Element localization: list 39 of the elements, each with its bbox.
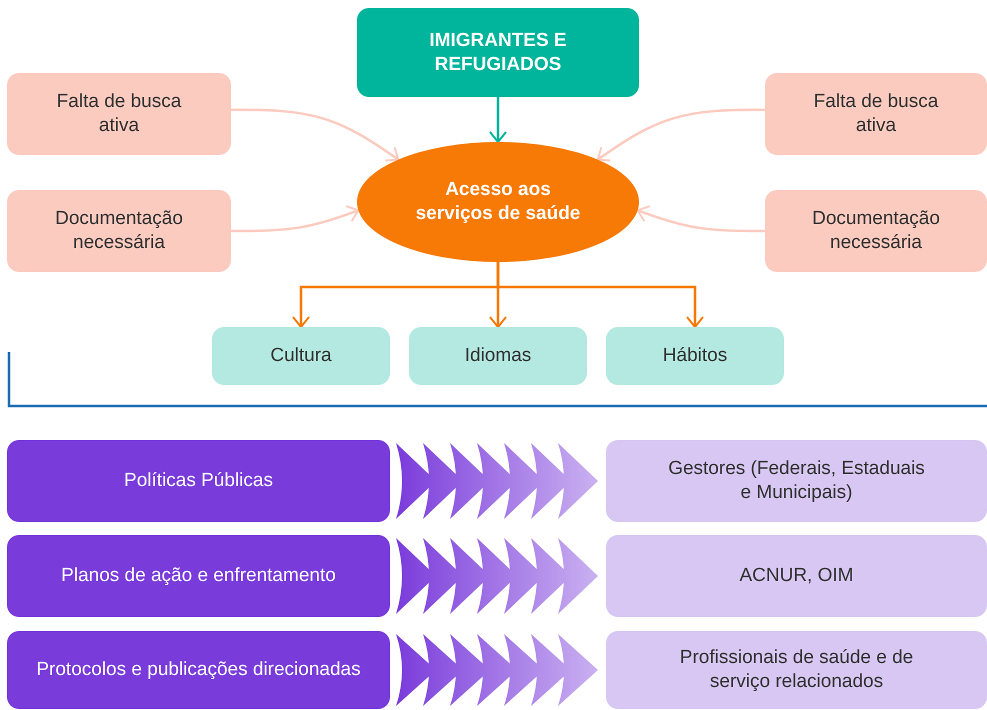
arrow [496,262,704,328]
arrow [489,97,507,143]
source-box [357,8,639,97]
factor-box [765,73,987,155]
arrow [596,108,765,162]
barrier-box [212,327,390,385]
node-label: IMIGRANTES E REFUGIADOS [428,28,568,76]
arrow [636,205,765,232]
node-label: Idiomas [464,344,532,368]
node-label: Acesso aos serviços de saúde [414,178,582,226]
action-box [7,535,390,617]
central-ellipse [357,142,639,262]
chevron-arrow [396,634,598,706]
node-label: Documentação necessária [811,207,941,255]
node-label: Cultura [270,344,332,368]
factor-box [7,73,231,155]
arrow [231,108,400,162]
node-label: Protocolos e publicações direcionadas [36,658,361,682]
action-box [7,631,390,709]
actor-box [606,440,987,522]
chevron-arrow [396,538,598,614]
node-label: Planos de ação e enfrentamento [61,564,336,588]
arrow [231,205,360,232]
factor-box [7,190,231,272]
node-label: Gestores (Federais, Estaduais e Municipais) [667,457,926,505]
node-label: Documentação necessária [54,207,184,255]
factor-box [765,190,987,272]
barrier-box [409,327,587,385]
node-label: ACNUR, OIM [740,564,854,588]
barrier-box [606,327,784,385]
node-label: Políticas Públicas [124,469,273,493]
actor-box [606,631,987,709]
node-label: Profissionais de saúde e de serviço relacionados [678,646,914,694]
chevron-arrow [396,443,598,519]
node-label: Falta de busca ativa [56,90,182,138]
node-label: Falta de busca ativa [812,90,940,138]
actor-box [606,535,987,617]
node-label: Hábitos [662,344,728,368]
action-box [7,440,390,522]
